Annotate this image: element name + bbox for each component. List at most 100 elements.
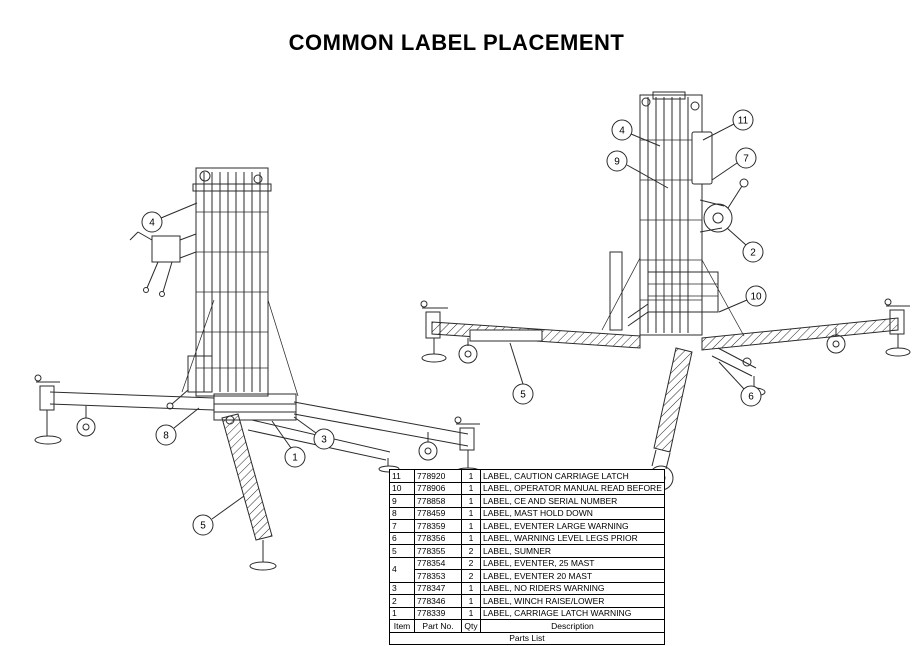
parts-cell-part-no: 778355: [414, 544, 462, 558]
table-row: 6 778356 1 LABEL, WARNING LEVEL LEGS PRI…: [389, 531, 665, 545]
callout-number: 5: [200, 521, 206, 532]
left-outrigger: [221, 413, 277, 571]
callout-balloon-5-left: 5: [192, 495, 245, 536]
parts-cell-qty: 2: [461, 544, 481, 558]
callout-number: 2: [750, 248, 756, 259]
table-header-row: Item Part No. Qty Description: [389, 619, 665, 633]
parts-cell-description: LABEL, EVENTER, 25 MAST: [480, 556, 665, 570]
parts-cell-description: LABEL, WINCH RAISE/LOWER: [480, 594, 665, 608]
parts-cell-item: 7: [389, 519, 415, 533]
right-lift-drawing: [420, 91, 911, 491]
parts-cell-description: LABEL, EVENTER LARGE WARNING: [480, 519, 665, 533]
table-row: 9 778858 1 LABEL, CE AND SERIAL NUMBER: [389, 494, 665, 508]
table-footer-row: Parts List: [389, 631, 665, 645]
header-cell-qty: Qty: [461, 619, 481, 633]
callout-balloon-8: 8: [155, 407, 200, 446]
diagram-title: COMMON LABEL PLACEMENT: [288, 30, 625, 55]
parts-cell-part-no: 778354: [414, 556, 462, 570]
parts-cell-description: LABEL, OPERATOR MANUAL READ BEFORE: [480, 481, 665, 495]
parts-cell-part-no: 778353: [414, 569, 462, 583]
parts-cell-qty: 2: [461, 556, 481, 570]
table-row: 10 778906 1 LABEL, OPERATOR MANUAL READ …: [389, 481, 665, 495]
left-mast: [192, 167, 272, 397]
parts-cell-qty: 1: [461, 581, 481, 595]
parts-cell-description: LABEL, CAUTION CARRIAGE LATCH: [480, 469, 665, 483]
callout-number: 7: [743, 154, 749, 165]
left-carriage: [129, 231, 197, 297]
table-row: 11 778920 1 LABEL, CAUTION CARRIAGE LATC…: [389, 469, 665, 483]
parts-cell-part-no: 778906: [414, 481, 462, 495]
callout-number: 1: [292, 453, 298, 464]
table-row: 778353 2 LABEL, EVENTER 20 MAST: [390, 569, 665, 583]
callout-number: 3: [321, 435, 327, 446]
parts-cell-item: 6: [389, 531, 415, 545]
parts-cell-description: LABEL, EVENTER 20 MAST: [480, 569, 665, 583]
callout-balloon-4-left: 4: [141, 202, 198, 233]
parts-cell-item: 1: [389, 606, 415, 620]
right-winch: [699, 178, 749, 233]
parts-cell-part-no: 778359: [414, 519, 462, 533]
parts-cell-item: 8: [389, 506, 415, 520]
callout-number: 4: [619, 126, 625, 137]
right-label-plate: [691, 131, 713, 185]
right-mast: [639, 91, 703, 336]
parts-cell-qty: 1: [461, 469, 481, 483]
parts-cell-qty: 1: [461, 519, 481, 533]
table-row: 4 778354 2 LABEL, EVENTER, 25 MAST: [389, 556, 665, 583]
parts-cell-part-no: 778356: [414, 531, 462, 545]
parts-cell-qty: 1: [461, 494, 481, 508]
parts-cell-qty: 1: [461, 531, 481, 545]
parts-cell-description: LABEL, WARNING LEVEL LEGS PRIOR: [480, 531, 665, 545]
callout-balloon-5-right: 5: [509, 342, 534, 405]
left-leg-west: [34, 374, 215, 445]
callout-number: 6: [748, 392, 754, 403]
parts-list-table: 11 778920 1 LABEL, CAUTION CARRIAGE LATC…: [389, 469, 665, 645]
callout-balloon-6: 6: [718, 361, 762, 407]
parts-cell-description: LABEL, SUMNER: [480, 544, 665, 558]
left-lift-drawing: [34, 167, 482, 571]
left-base: [181, 299, 299, 421]
callout-balloon-9: 9: [606, 150, 669, 189]
parts-cell-part-no: 778858: [414, 494, 462, 508]
callout-number: 4: [149, 218, 155, 229]
parts-cell-item: 11: [389, 469, 415, 483]
parts-cell-qty: 1: [461, 594, 481, 608]
callout-balloon-3: 3: [293, 416, 335, 450]
right-base-beams: [420, 298, 911, 364]
header-cell-part-no: Part No.: [414, 619, 462, 633]
parts-cell-description: LABEL, CE AND SERIAL NUMBER: [480, 494, 665, 508]
parts-cell-item: 5: [389, 544, 415, 558]
parts-cell-item: 4: [389, 556, 415, 583]
parts-cell-qty: 1: [461, 606, 481, 620]
callout-balloon-4-right: 4: [611, 119, 661, 147]
table-row: 5 778355 2 LABEL, SUMNER: [389, 544, 665, 558]
callout-balloon-10: 10: [718, 285, 767, 313]
parts-cell-description: LABEL, NO RIDERS WARNING: [480, 581, 665, 595]
left-callouts: 4 8 1 3 5: [141, 202, 335, 536]
header-cell-description: Description: [480, 619, 665, 633]
table-row: 7 778359 1 LABEL, EVENTER LARGE WARNING: [389, 519, 665, 533]
table-row: 1 778339 1 LABEL, CARRIAGE LATCH WARNING: [389, 606, 665, 620]
callout-balloon-11: 11: [702, 109, 754, 141]
parts-cell-qty: 2: [461, 569, 481, 583]
header-cell-item: Item: [389, 619, 415, 633]
parts-cell-item: 2: [389, 594, 415, 608]
parts-cell-item: 9: [389, 494, 415, 508]
parts-cell-qty: 1: [461, 481, 481, 495]
parts-list-title: Parts List: [389, 631, 665, 645]
callout-number: 11: [738, 116, 749, 127]
table-row: 3 778347 1 LABEL, NO RIDERS WARNING: [389, 581, 665, 595]
parts-cell-description: LABEL, MAST HOLD DOWN: [480, 506, 665, 520]
callout-number: 5: [520, 390, 526, 401]
parts-cell-part-no: 778920: [414, 469, 462, 483]
table-row: 2 778346 1 LABEL, WINCH RAISE/LOWER: [389, 594, 665, 608]
parts-cell-item: 10: [389, 481, 415, 495]
parts-cell-part-no: 778339: [414, 606, 462, 620]
callout-balloon-1: 1: [271, 420, 306, 468]
callout-balloon-7: 7: [711, 147, 757, 181]
callout-number: 9: [614, 157, 620, 168]
parts-cell-part-no: 778346: [414, 594, 462, 608]
callout-balloon-2: 2: [726, 227, 764, 263]
